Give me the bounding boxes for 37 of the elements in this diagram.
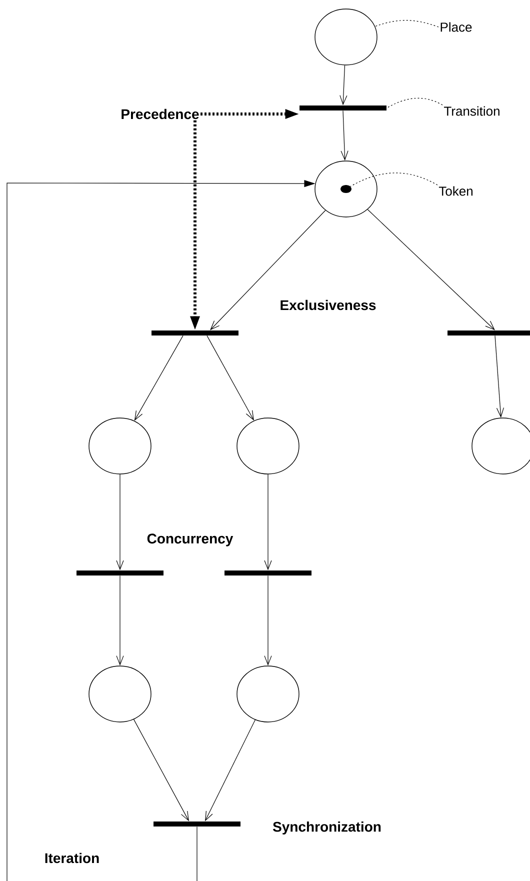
place-circle: [88, 418, 152, 474]
place-circle: [88, 666, 152, 722]
arrow: [116, 575, 124, 666]
transition-bar: [300, 106, 386, 110]
term-label: Transition: [444, 106, 500, 116]
place-circle: [236, 418, 300, 474]
arrow: [340, 65, 348, 106]
leader-line: [386, 98, 443, 108]
leader-line: [374, 20, 439, 28]
transition-bar: [224, 570, 312, 576]
transition-bar: [154, 821, 240, 826]
concept-label: Iteration: [45, 852, 99, 864]
arrow: [116, 474, 124, 570]
token-dot: [340, 185, 352, 193]
concept-label: Precedence: [122, 108, 199, 120]
place-circle: [314, 8, 378, 66]
concept-label: Concurrency: [147, 534, 234, 546]
arrow: [264, 474, 272, 570]
arrow: [134, 719, 189, 822]
place-circle: [314, 160, 378, 218]
arrow: [264, 575, 272, 666]
transition-bar: [76, 570, 164, 576]
concept-label: Exclusiveness: [280, 300, 376, 310]
place-circle: [236, 666, 300, 722]
arrow: [206, 335, 254, 421]
leader-line: [350, 172, 438, 187]
arrow: [367, 209, 495, 330]
transition-bar: [152, 330, 238, 336]
arrow: [494, 335, 504, 418]
arrow: [340, 110, 348, 161]
term-label: Place: [440, 22, 472, 32]
transition-bar: [448, 330, 530, 336]
arrow: [134, 335, 184, 421]
concept-label: Synchronization: [272, 821, 381, 834]
term-label: Token: [438, 186, 472, 196]
arrow: [205, 720, 256, 822]
arrow: [210, 210, 326, 330]
